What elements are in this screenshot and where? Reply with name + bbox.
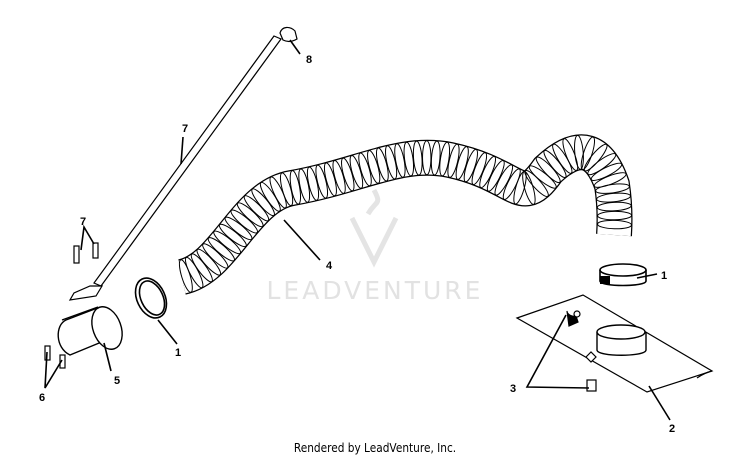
hose-clamp-left bbox=[134, 277, 168, 319]
hose-rib bbox=[279, 172, 294, 207]
rod bbox=[68, 35, 282, 301]
callout-7: 7 bbox=[80, 216, 86, 228]
hose-rib bbox=[306, 166, 320, 201]
hose-rib bbox=[323, 162, 337, 197]
fasteners bbox=[566, 310, 597, 392]
hose-rib bbox=[524, 170, 549, 198]
hose-rib bbox=[243, 195, 270, 222]
hose-rib bbox=[184, 256, 204, 289]
hose-rib bbox=[394, 143, 406, 178]
elbow-adapter bbox=[57, 306, 123, 356]
hose-rib bbox=[471, 152, 488, 186]
handle-knob bbox=[279, 26, 298, 42]
hose-rib bbox=[236, 202, 264, 228]
hose-rib bbox=[596, 192, 631, 203]
screws-upper bbox=[73, 242, 99, 264]
hose-rib bbox=[259, 181, 281, 212]
hose-rib bbox=[486, 160, 505, 192]
hose-rib bbox=[447, 143, 460, 178]
hose-rib bbox=[218, 223, 247, 248]
callout-8: 7 bbox=[182, 123, 188, 135]
hose-rib bbox=[590, 162, 623, 181]
hose-rib bbox=[315, 164, 329, 199]
watermark-text: LEADVENTURE bbox=[267, 276, 484, 305]
footer-credit: Rendered by LeadVenture, Inc. bbox=[293, 441, 457, 455]
callout-2: 2 bbox=[669, 423, 675, 435]
hose-rib bbox=[494, 164, 514, 196]
hose-rib bbox=[528, 165, 557, 189]
hose-rib bbox=[190, 253, 213, 283]
hose-rib bbox=[543, 149, 567, 179]
hose-rib bbox=[251, 188, 275, 217]
collar bbox=[596, 324, 647, 356]
callout-1-left: 1 bbox=[175, 347, 181, 359]
hose-rib bbox=[595, 183, 630, 194]
callout-6: 6 bbox=[39, 392, 45, 404]
hose-rib bbox=[593, 172, 627, 188]
hose-rib bbox=[463, 148, 478, 183]
hose-rib bbox=[597, 219, 633, 230]
hose-rib bbox=[332, 160, 346, 194]
hose-rib bbox=[385, 145, 398, 180]
hose-rib bbox=[375, 147, 389, 182]
callout-4: 4 bbox=[326, 260, 333, 272]
flexible-hose bbox=[176, 134, 633, 295]
hose-rib bbox=[430, 140, 441, 176]
hose-rib bbox=[502, 168, 521, 200]
callout-1-right: 1 bbox=[661, 270, 667, 282]
hose-rib bbox=[224, 216, 253, 241]
watermark-logo bbox=[349, 188, 399, 268]
hose-rib bbox=[213, 230, 242, 255]
callout-3: 3 bbox=[510, 383, 516, 395]
hose-rib bbox=[422, 140, 432, 176]
hose-rib bbox=[439, 141, 451, 177]
hose-rib bbox=[562, 138, 579, 171]
leader-lines bbox=[44, 39, 671, 421]
callout-labels: 8 7 7 4 1 5 6 1 3 2 bbox=[39, 54, 675, 435]
callout-9: 8 bbox=[306, 54, 312, 66]
hose-rib bbox=[587, 153, 617, 176]
hose-rib bbox=[596, 201, 632, 212]
hose-rib bbox=[367, 149, 381, 184]
hose-rib bbox=[289, 170, 302, 205]
hose-rib bbox=[358, 152, 372, 187]
hose-clamp-right bbox=[599, 263, 647, 287]
hose-rib bbox=[403, 141, 415, 177]
hose-rib bbox=[522, 171, 536, 205]
hose-rib bbox=[583, 143, 608, 172]
hose-rib bbox=[196, 248, 222, 276]
hose-rib bbox=[269, 176, 287, 209]
hose-rib bbox=[552, 143, 573, 174]
hose-rib bbox=[349, 155, 364, 189]
hose-rib bbox=[341, 157, 355, 192]
hose-rib bbox=[455, 146, 469, 180]
hose-rib bbox=[298, 168, 311, 203]
hose-rib bbox=[178, 259, 193, 293]
hose-rib bbox=[597, 210, 633, 221]
hose-rib bbox=[202, 243, 229, 269]
hose-rib bbox=[574, 134, 584, 170]
hose-rib bbox=[207, 237, 235, 262]
hose-rib bbox=[580, 136, 596, 170]
hose-rib bbox=[230, 209, 258, 234]
hose-rib bbox=[479, 155, 497, 189]
hose-rib bbox=[535, 156, 561, 184]
hose-rib bbox=[412, 140, 423, 176]
callout-5: 5 bbox=[114, 375, 120, 387]
